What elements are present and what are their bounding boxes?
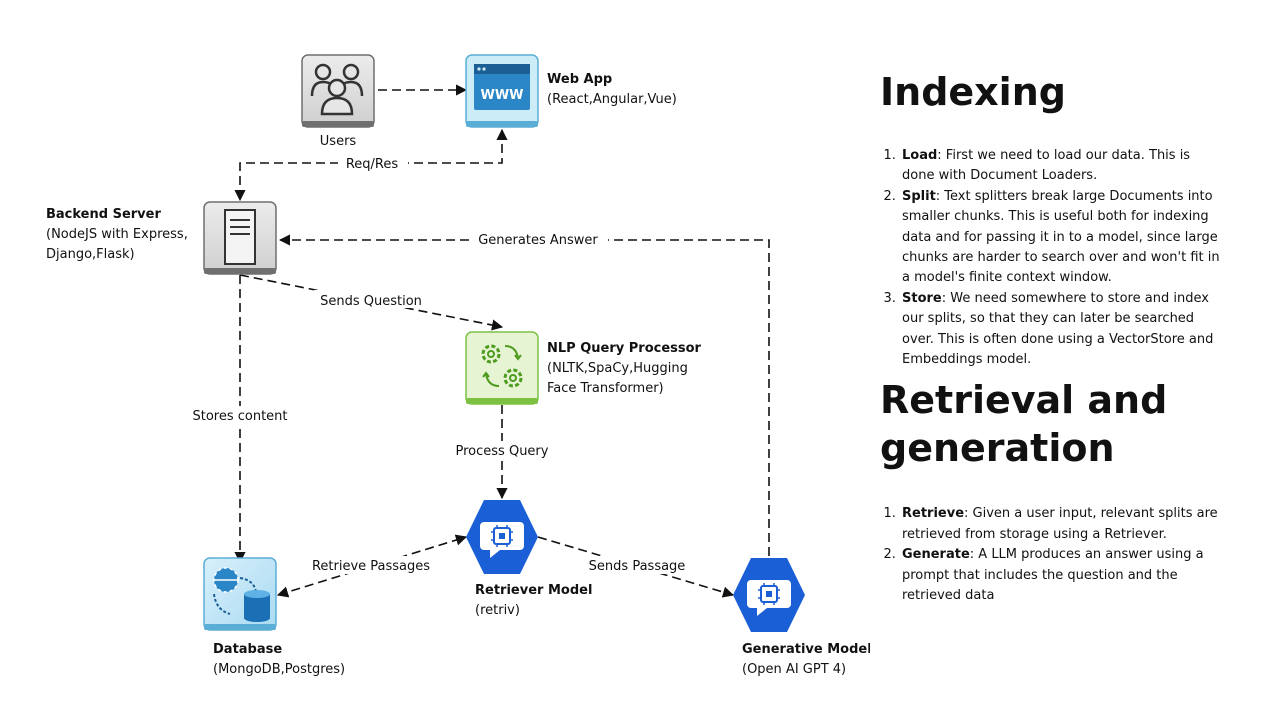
- node-database-sub: (MongoDB,Postgres): [213, 662, 345, 677]
- edge-label-generates-answer: Generates Answer: [478, 233, 598, 248]
- edge-sends-question: Sends Question: [239, 274, 504, 331]
- node-webapp-label: Web App: [547, 72, 612, 87]
- node-backend: Backend Server (NodeJS with Express, Dja…: [46, 201, 277, 275]
- node-webapp-sub: (React,Angular,Vue): [547, 92, 677, 107]
- node-generative-label: Generative Model: [742, 642, 870, 657]
- browser-icon: WWW: [465, 54, 539, 128]
- step-term: Retrieve: [902, 506, 965, 522]
- node-backend-sub2: Django,Flask): [46, 247, 135, 262]
- database-icon: [203, 557, 277, 631]
- edge-label-req-res: Req/Res: [346, 157, 399, 172]
- node-generative-sub: (Open AI GPT 4): [742, 662, 846, 677]
- node-database: Database (MongoDB,Postgres): [203, 557, 345, 677]
- retrieval-steps: Retrieve: Given a user input, relevant s…: [880, 504, 1220, 606]
- retrieval-step: Retrieve: Given a user input, relevant s…: [900, 504, 1220, 545]
- node-retriever: Retriever Model (retriv): [466, 500, 592, 618]
- gears-icon: [465, 331, 539, 405]
- retrieval-title: Retrieval and generation: [880, 378, 1168, 471]
- node-nlp-sub1: (NLTK,SpaCy,Hugging: [547, 361, 688, 376]
- node-retriever-sub: (retriv): [475, 603, 520, 618]
- explanation-panel: Indexing Load: First we need to load our…: [880, 60, 1220, 607]
- edge-label-retrieve-passages: Retrieve Passages: [312, 559, 430, 574]
- step-text: : We need somewhere to store and index o…: [902, 290, 1214, 368]
- edge-stores-content: Stores content: [186, 275, 294, 564]
- browser-icon-text: WWW: [480, 88, 523, 103]
- edge-retrieve-passages: Retrieve Passages: [276, 534, 468, 598]
- users-icon: [301, 54, 375, 128]
- step-term: Split: [902, 188, 936, 204]
- edge-label-sends-question: Sends Question: [320, 294, 422, 309]
- node-users: Users: [301, 54, 375, 149]
- edge-label-stores-content: Stores content: [192, 409, 287, 424]
- architecture-diagram: Req/Res Generates Answer Sends Question …: [46, 54, 870, 677]
- step-text: : Given a user input, relevant splits ar…: [902, 506, 1218, 542]
- indexing-steps: Load: First we need to load our data. Th…: [880, 146, 1220, 370]
- step-term: Load: [902, 148, 938, 163]
- step-text: : Text splitters break large Documents i…: [902, 188, 1220, 286]
- edge-process-query: Process Query: [448, 405, 556, 500]
- node-backend-label: Backend Server: [46, 207, 161, 222]
- node-generative: Generative Model (Open AI GPT 4): [733, 558, 870, 677]
- node-backend-sub1: (NodeJS with Express,: [46, 227, 188, 242]
- node-retriever-label: Retriever Model: [475, 583, 592, 598]
- step-text: : First we need to load our data. This i…: [902, 148, 1191, 184]
- edge-label-sends-passage: Sends Passage: [589, 559, 686, 574]
- node-nlp: NLP Query Processor (NLTK,SpaCy,Hugging …: [465, 331, 702, 405]
- node-nlp-sub2: Face Transformer): [547, 381, 664, 396]
- edge-req-res: Req/Res: [234, 128, 508, 202]
- step-text: : A LLM produces an answer using a promp…: [902, 547, 1204, 604]
- chip-bubble-icon: [733, 558, 805, 632]
- edge-generates-answer: Generates Answer: [278, 230, 770, 556]
- retrieval-step: Generate: A LLM produces an answer using…: [900, 545, 1220, 606]
- indexing-step: Split: Text splitters break large Docume…: [900, 187, 1220, 289]
- server-icon: [203, 201, 277, 275]
- edge-sends-passage: Sends Passage: [537, 536, 735, 598]
- indexing-title: Indexing: [880, 70, 1066, 114]
- chip-bubble-icon: [466, 500, 538, 574]
- step-term: Generate: [902, 547, 970, 563]
- node-nlp-label: NLP Query Processor: [547, 341, 702, 356]
- step-term: Store: [902, 290, 942, 306]
- node-users-label: Users: [320, 134, 357, 149]
- indexing-step: Load: First we need to load our data. Th…: [900, 146, 1220, 187]
- edge-label-process-query: Process Query: [456, 444, 549, 459]
- node-webapp: WWW Web App (React,Angular,Vue): [465, 54, 677, 128]
- node-database-label: Database: [213, 642, 282, 657]
- indexing-step: Store: We need somewhere to store and in…: [900, 289, 1220, 371]
